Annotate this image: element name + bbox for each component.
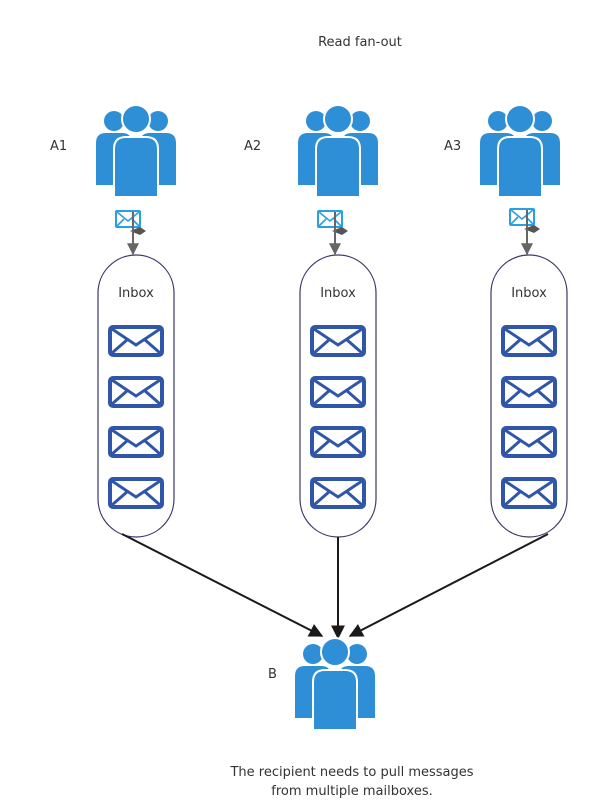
sender-a3: A3 Inbox bbox=[444, 104, 568, 538]
inbox-label: Inbox bbox=[511, 286, 547, 301]
inbox-label: Inbox bbox=[320, 286, 356, 301]
pull-arrow-a3 bbox=[348, 533, 549, 637]
sender-a2-label: A2 bbox=[244, 139, 261, 154]
recipient-b: B bbox=[268, 637, 376, 731]
user-group-icon bbox=[479, 104, 561, 198]
send-mail-icon bbox=[317, 210, 349, 236]
recipient-b-label: B bbox=[268, 667, 277, 682]
sender-a3-label: A3 bbox=[444, 139, 461, 154]
send-mail-icon bbox=[509, 208, 541, 234]
user-group-icon bbox=[95, 104, 177, 198]
sender-a2: A2 Inbox bbox=[244, 104, 379, 538]
caption-line-2: from multiple mailboxes. bbox=[271, 784, 432, 799]
sender-a1-label: A1 bbox=[50, 139, 67, 154]
diagram-title: Read fan-out bbox=[318, 35, 402, 50]
user-group-icon bbox=[297, 104, 379, 198]
inbox-label: Inbox bbox=[118, 286, 154, 301]
sender-a1: A1 Inbox bbox=[50, 104, 177, 538]
pull-arrow-a1 bbox=[121, 533, 324, 637]
caption-line-1: The recipient needs to pull messages bbox=[229, 765, 473, 780]
send-mail-icon bbox=[115, 210, 147, 236]
user-group-icon bbox=[294, 637, 376, 731]
